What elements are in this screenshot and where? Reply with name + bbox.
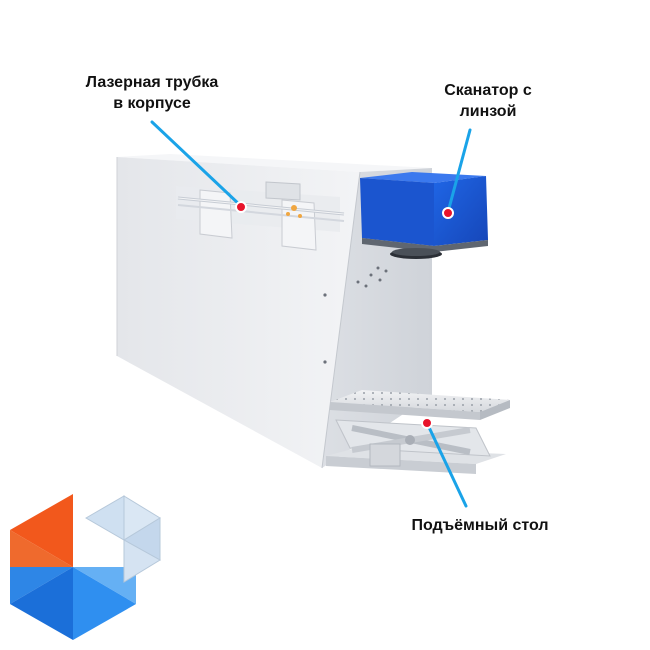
markers xyxy=(235,201,454,429)
label-laser-tube-line-2: в корпусе xyxy=(113,95,191,112)
label-lift-table: Подъёмный стол xyxy=(390,515,570,536)
marker-lift-table xyxy=(421,417,433,429)
scanner-head xyxy=(360,172,488,259)
laser-tube-assembly xyxy=(176,181,345,251)
marker-laser-tube xyxy=(235,201,247,213)
label-laser-tube-line-1: Лазерная трубка xyxy=(85,74,219,91)
leader-line-lift-table xyxy=(425,421,468,508)
label-lift-table-text: Подъёмный стол xyxy=(411,517,549,534)
lift-table xyxy=(326,390,510,474)
company-logo xyxy=(10,494,161,640)
label-scanner-line-2: линзой xyxy=(459,103,517,120)
leader-line-scanner xyxy=(446,128,472,214)
leader-line-laser-tube xyxy=(150,120,243,208)
leader-lines xyxy=(150,120,472,508)
label-laser-tube: Лазерная трубка в корпусе xyxy=(52,72,252,114)
marker-scanner xyxy=(442,207,454,219)
label-scanner-line-1: Сканатор с xyxy=(444,82,532,99)
label-scanner: Сканатор с линзой xyxy=(408,80,568,122)
